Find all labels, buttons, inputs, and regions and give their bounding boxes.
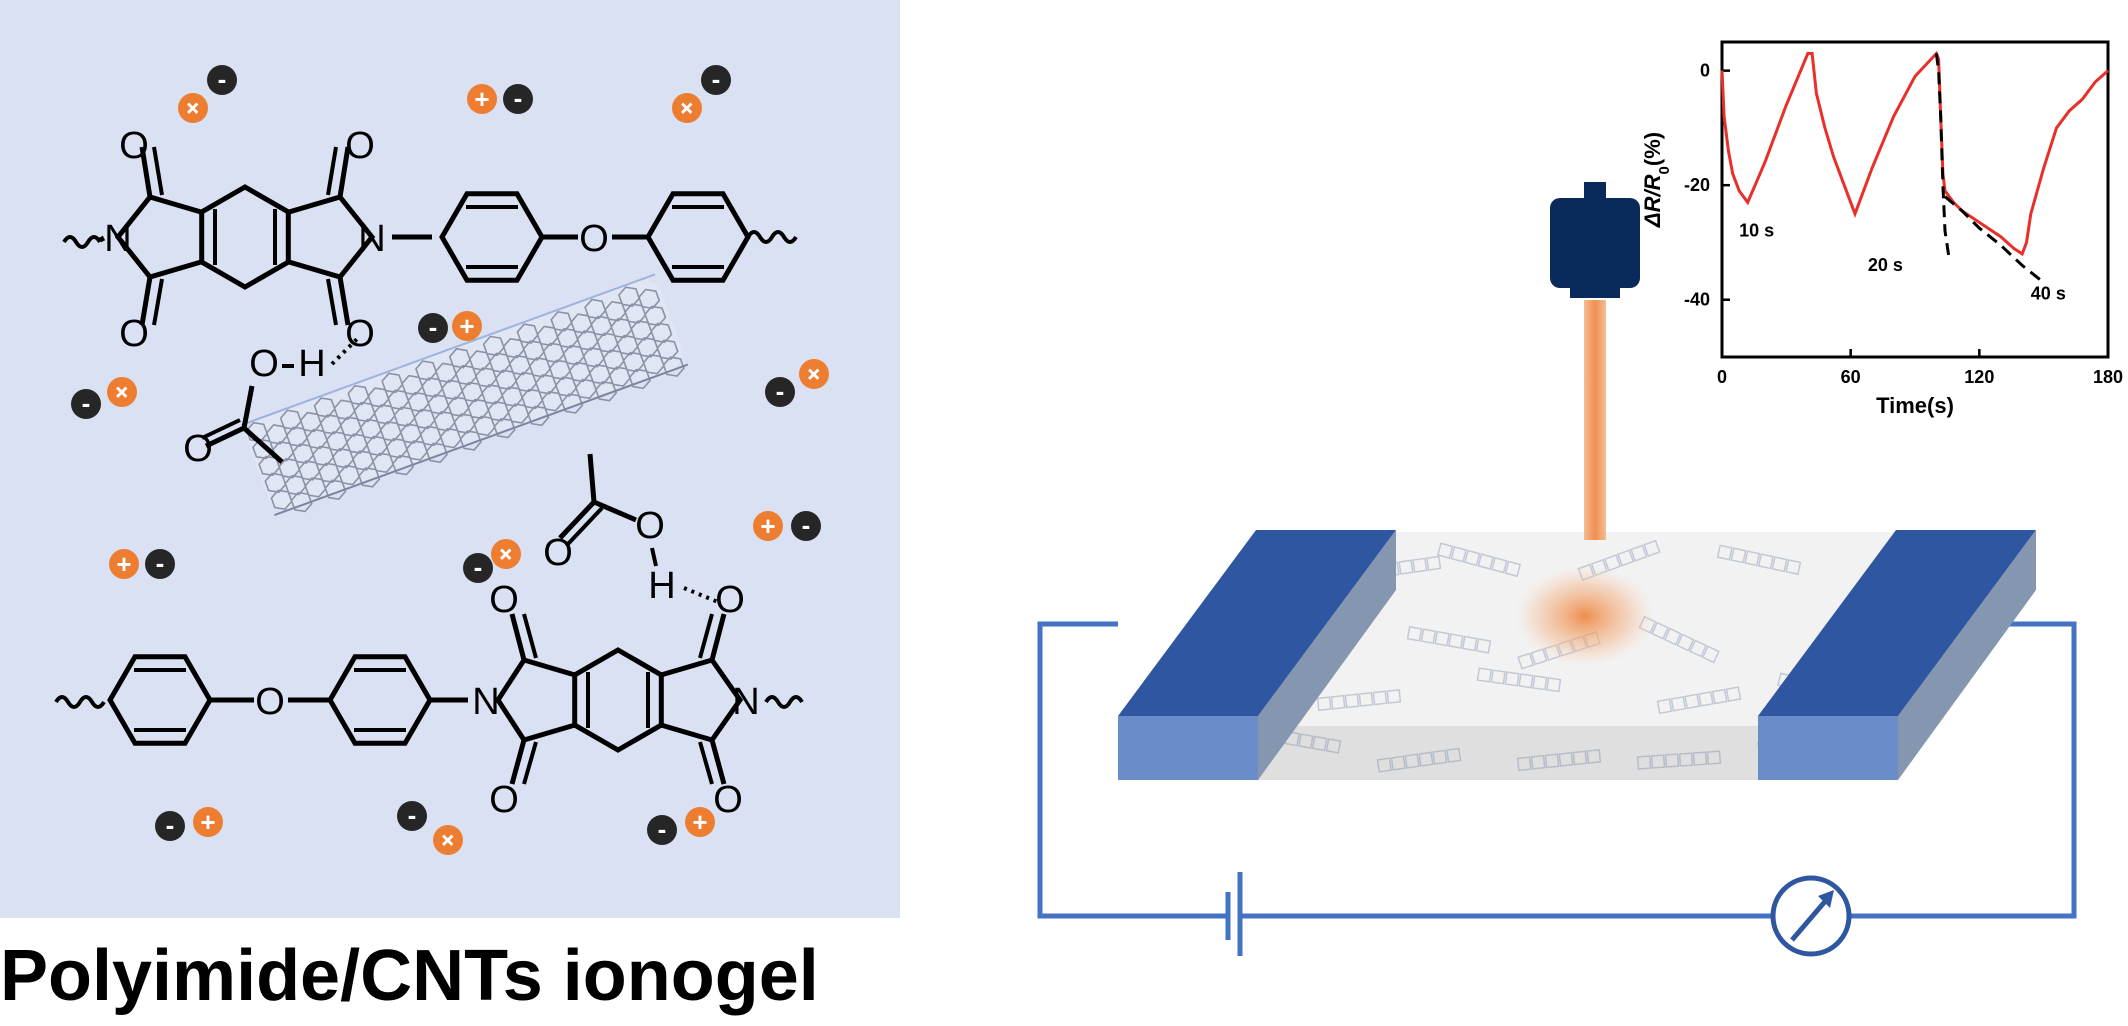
imide-nitrogen-label: N bbox=[358, 218, 385, 260]
x-tick-label: 0 bbox=[1717, 367, 1727, 387]
svg-text:+: + bbox=[692, 807, 707, 837]
carbonyl-oxygen-label: O bbox=[119, 313, 149, 355]
anion-icon: - bbox=[71, 388, 101, 419]
anion-icon: - bbox=[463, 552, 493, 583]
imide-nitrogen-label: N bbox=[104, 218, 131, 260]
svg-text:+: + bbox=[200, 807, 215, 837]
cation-icon: + bbox=[452, 311, 482, 341]
x-tick-label: 180 bbox=[2093, 367, 2123, 387]
acid-oxygen-label: O bbox=[249, 343, 279, 385]
cation-icon: + bbox=[109, 549, 139, 579]
carbonyl-oxygen-label: O bbox=[713, 779, 743, 821]
acid-oxygen-label: O bbox=[183, 428, 213, 470]
ether-oxygen-label: O bbox=[255, 681, 285, 723]
y-tick-label: -20 bbox=[1684, 175, 1710, 195]
svg-text:-: - bbox=[156, 548, 165, 578]
cation-icon: + bbox=[467, 84, 497, 114]
carbonyl-oxygen-label: O bbox=[489, 779, 519, 821]
anion-icon: - bbox=[791, 510, 821, 541]
svg-text:-: - bbox=[776, 376, 785, 406]
carbonyl-oxygen-label: O bbox=[715, 579, 745, 621]
cation-icon: + bbox=[193, 807, 223, 837]
x-tick-label: 120 bbox=[1964, 367, 1994, 387]
y-axis-label: ΔR/R0(%) bbox=[1640, 132, 1673, 228]
carboxyl-group-lower: O O H bbox=[543, 453, 719, 607]
duration-annotation: 10 s bbox=[1739, 221, 1774, 241]
plot-frame bbox=[1720, 40, 2110, 359]
carbonyl-oxygen-label: O bbox=[345, 125, 375, 167]
svg-text:+: + bbox=[474, 84, 489, 114]
svg-text:-: - bbox=[166, 810, 175, 840]
anion-icon: - bbox=[503, 83, 533, 114]
svg-text:-: - bbox=[474, 552, 483, 582]
carboxyl-group-upper: O O H bbox=[183, 336, 360, 470]
anion-icon: - bbox=[418, 312, 448, 343]
figure-caption: Polyimide/CNTs ionogel bbox=[0, 936, 819, 1016]
svg-text:+: + bbox=[459, 311, 474, 341]
fit-line bbox=[1934, 53, 1951, 260]
anion-icon: - bbox=[145, 548, 175, 579]
x-tick-label: 60 bbox=[1841, 367, 1861, 387]
acid-hydrogen-label: H bbox=[298, 343, 325, 385]
chemistry-panel bbox=[0, 0, 900, 918]
y-tick-label: -40 bbox=[1684, 290, 1710, 310]
anion-icon: - bbox=[701, 64, 731, 95]
svg-text:-: - bbox=[658, 814, 667, 844]
imide-nitrogen-label: N bbox=[472, 681, 499, 723]
svg-text:-: - bbox=[408, 800, 417, 830]
cation-icon: + bbox=[685, 807, 715, 837]
duration-annotation: 20 s bbox=[1868, 255, 1903, 275]
svg-text:-: - bbox=[429, 312, 438, 342]
svg-text:-: - bbox=[514, 83, 523, 113]
x-axis-label: Time(s) bbox=[1876, 393, 1954, 418]
svg-text:-: - bbox=[802, 510, 811, 540]
svg-text:-: - bbox=[218, 64, 227, 94]
anion-icon: - bbox=[647, 814, 677, 845]
anion-icon: - bbox=[155, 810, 185, 841]
carbonyl-oxygen-label: O bbox=[489, 579, 519, 621]
ether-oxygen-label: O bbox=[579, 218, 609, 260]
ionic-liquid-ions: +-+-+--+-+-++--++--+-+-+ bbox=[71, 64, 830, 856]
acid-oxygen-label: O bbox=[635, 505, 665, 547]
acid-oxygen-label: O bbox=[543, 532, 573, 574]
polyimide-cnt-structure: N N O O O O O bbox=[54, 64, 830, 856]
anion-icon: - bbox=[397, 800, 427, 831]
imide-nitrogen-label: N bbox=[732, 681, 759, 723]
bottom-polymer-chain: O N O O O O N bbox=[54, 579, 804, 821]
svg-text:-: - bbox=[82, 388, 91, 418]
duration-annotation: 40 s bbox=[2031, 284, 2066, 304]
carbonyl-oxygen-label: O bbox=[119, 125, 149, 167]
top-polymer-chain: N N O O O O O bbox=[62, 125, 798, 355]
svg-text:+: + bbox=[760, 511, 775, 541]
carbon-nanotube-icon bbox=[241, 273, 689, 517]
svg-text:-: - bbox=[712, 64, 721, 94]
anion-icon: - bbox=[207, 64, 237, 95]
fit-line bbox=[1944, 195, 2045, 284]
cation-icon: + bbox=[753, 511, 783, 541]
acid-hydrogen-label: H bbox=[648, 565, 675, 607]
anion-icon: - bbox=[765, 376, 795, 407]
y-tick-label: 0 bbox=[1700, 61, 1710, 81]
svg-text:+: + bbox=[116, 549, 131, 579]
